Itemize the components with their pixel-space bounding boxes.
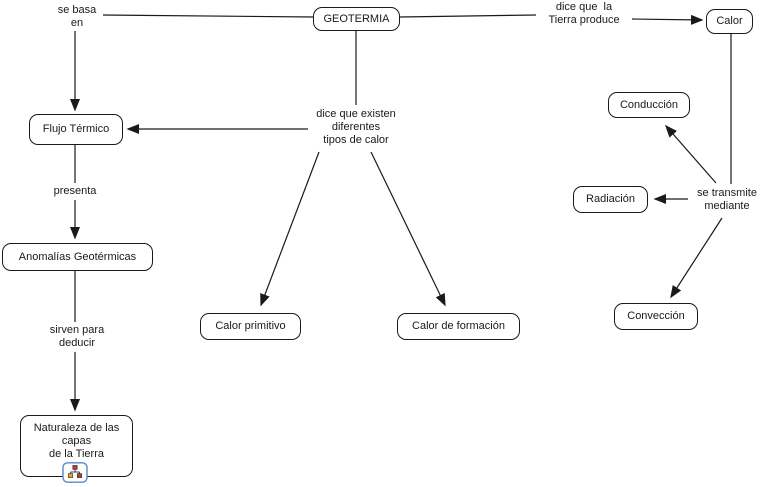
- edge-transmite-conduccion: [665, 124, 717, 184]
- link-label-sirven-para-deducir[interactable]: sirven para deducir: [49, 324, 105, 349]
- node-radiacion[interactable]: Radiación: [573, 186, 648, 213]
- link-label-dice-tipos-calor[interactable]: dice que existen diferentes tipos de cal…: [316, 108, 396, 146]
- edge-tipos-formacion: [370, 151, 446, 307]
- link-label-se-basa-en[interactable]: se basa en: [57, 4, 97, 29]
- edge-geotermia-produce: [399, 14, 537, 18]
- edge-geotermia-sebasa: [102, 14, 314, 18]
- node-geotermia[interactable]: GEOTERMIA: [313, 7, 400, 31]
- node-calor-formacion[interactable]: Calor de formación: [397, 313, 520, 340]
- link-label-dice-tierra-produce[interactable]: dice que la Tierra produce: [548, 1, 620, 26]
- node-flujo-termico[interactable]: Flujo Térmico: [29, 114, 123, 145]
- node-conveccion[interactable]: Convección: [614, 303, 698, 330]
- link-label-presenta[interactable]: presenta: [53, 185, 97, 197]
- node-anomalias-geotermicas[interactable]: Anomalías Geotérmicas: [2, 243, 153, 271]
- node-conduccion[interactable]: Conducción: [608, 92, 690, 118]
- node-calor[interactable]: Calor: [706, 9, 753, 34]
- edge-tipos-primitivo: [260, 151, 320, 307]
- node-naturaleza-capas[interactable]: Naturaleza de las capas de la Tierra: [20, 415, 133, 477]
- linked-resource-icon[interactable]: [62, 462, 88, 483]
- edge-transmite-conveccion: [670, 217, 723, 299]
- node-calor-primitivo[interactable]: Calor primitivo: [200, 313, 301, 340]
- link-label-se-transmite-mediante[interactable]: se transmite mediante: [697, 187, 757, 212]
- edge-produce-calor: [631, 14, 704, 25]
